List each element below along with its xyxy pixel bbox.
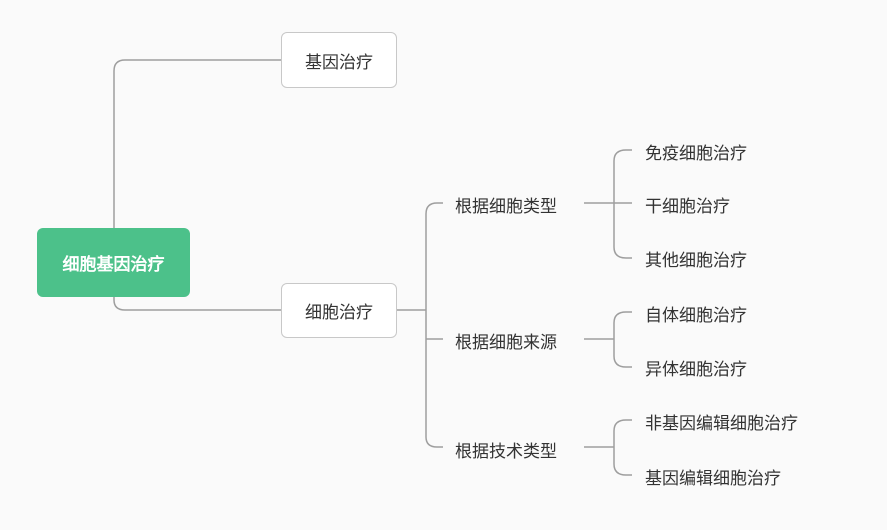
root-node[interactable]: 细胞基因治疗	[37, 228, 190, 297]
edge-root-cell-therapy	[113, 297, 281, 311]
gene-edited-cell-therapy-node[interactable]: 基因编辑细胞治疗	[645, 468, 781, 489]
immune-cell-therapy-node[interactable]: 免疫细胞治疗	[645, 143, 747, 164]
allogeneic-cell-therapy-node[interactable]: 异体细胞治疗	[645, 359, 747, 380]
edge-group-spine	[425, 202, 438, 448]
cell-therapy-node[interactable]: 细胞治疗	[281, 283, 397, 338]
other-cell-therapy-node[interactable]: 其他细胞治疗	[645, 250, 747, 271]
edge-cell-type-bracket	[613, 149, 627, 259]
by-technology-node[interactable]: 根据技术类型	[455, 441, 557, 462]
edge-cell-source-bracket	[613, 311, 632, 368]
non-gene-edited-cell-therapy-node[interactable]: 非基因编辑细胞治疗	[645, 413, 798, 434]
stem-cell-therapy-node[interactable]: 干细胞治疗	[645, 196, 730, 217]
autologous-cell-therapy-node[interactable]: 自体细胞治疗	[645, 305, 747, 326]
gene-therapy-node[interactable]: 基因治疗	[281, 32, 397, 88]
edge-root-gene-therapy	[113, 59, 281, 228]
edge-technology-bracket	[613, 419, 632, 476]
by-cell-source-node[interactable]: 根据细胞来源	[455, 332, 557, 353]
by-cell-type-node[interactable]: 根据细胞类型	[455, 196, 557, 217]
